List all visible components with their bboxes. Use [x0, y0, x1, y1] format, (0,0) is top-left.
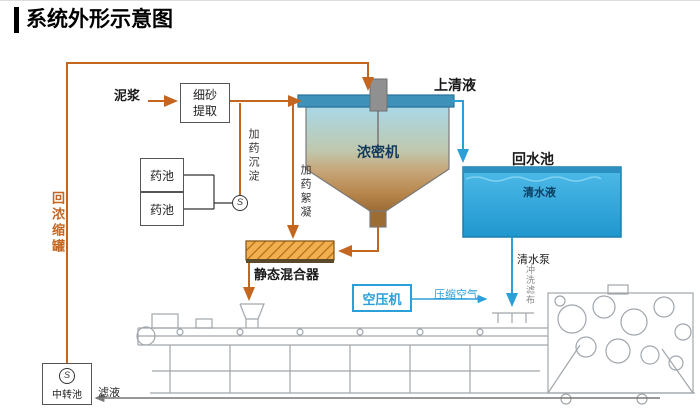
label-compressed-air: 压缩空气 [434, 289, 478, 301]
label-static-mixer: 静态混合器 [254, 267, 320, 282]
flow-return-loop [66, 62, 374, 363]
chem-tank-box-1: 药池 [140, 158, 184, 192]
label-slurry: 泥浆 [114, 88, 141, 103]
flow-underflow-to-mixer [338, 227, 379, 257]
chem-tank-label-2: 药池 [149, 202, 174, 217]
label-thickener: 浓密机 [357, 144, 399, 160]
water-flow-lines [412, 100, 518, 307]
transfer-pool-box: S 中转池 [42, 363, 92, 405]
air-compressor-label: 空压机 [362, 291, 402, 307]
belt-filter-press-machine [136, 284, 695, 405]
sand-extraction-label: 细砂提取 [192, 87, 217, 118]
air-compressor-box: 空压机 [352, 284, 412, 312]
transfer-pool-label: 中转池 [52, 389, 82, 401]
chem-dosing-connectors [184, 174, 234, 210]
dosing-pump-icon: S [232, 195, 248, 211]
slurry-flow-lines [66, 62, 379, 363]
label-dosing-sedimentation: 加药沉淀 [247, 128, 259, 184]
sand-extraction-box: 细砂提取 [180, 83, 230, 123]
thickener-tank [297, 78, 455, 228]
label-return-pool: 回水池 [512, 151, 554, 167]
label-return-to-thickener: 回浓缩罐 [50, 191, 65, 255]
static-mixer [245, 240, 335, 263]
label-clear-water: 清水液 [523, 187, 556, 199]
label-clean-water-pump: 清水泵 [517, 254, 550, 266]
return-water-pool [462, 166, 622, 238]
label-dosing-flocculation: 加药絮凝 [299, 164, 311, 220]
chem-tank-box-2: 药池 [140, 192, 184, 226]
label-supernatant: 上清液 [434, 77, 476, 93]
page-title: 系统外形示意图 [14, 7, 173, 34]
chem-tank-label-1: 药池 [149, 168, 174, 183]
transfer-pump-icon: S [59, 367, 75, 384]
flow-supernatant-to-pool [452, 100, 469, 163]
label-filtrate: 滤液 [98, 387, 120, 399]
tank-motor-shaft [369, 78, 388, 112]
label-cloth-washing: 冲洗滤布 [525, 265, 535, 305]
